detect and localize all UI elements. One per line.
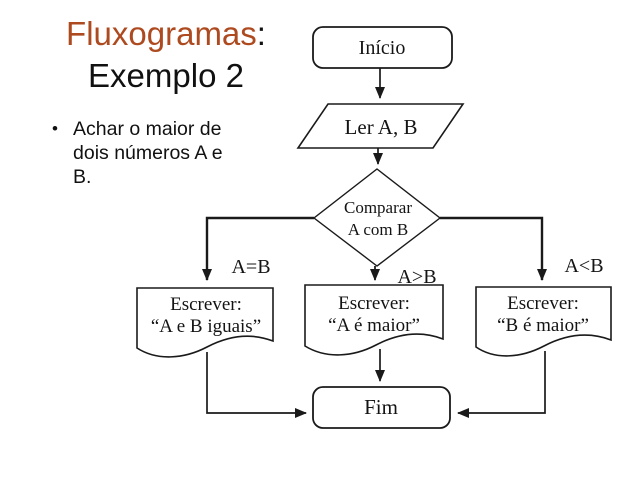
edge-decision-less xyxy=(440,216,547,281)
doc-less-line1: Escrever: xyxy=(507,293,579,314)
doc-equal-node xyxy=(136,287,274,358)
doc-greater-node xyxy=(304,284,444,356)
bullet-marker: • xyxy=(52,119,58,138)
doc-equal-line2: “A e B iguais” xyxy=(151,316,261,337)
edge-less-to-end xyxy=(457,351,546,418)
start-node-label: Início xyxy=(359,37,406,59)
input-node xyxy=(296,103,465,149)
branch-label-less: A<B xyxy=(564,255,603,277)
doc-less-line2: “B é maior” xyxy=(497,315,589,336)
input-node-label: Ler A, B xyxy=(345,115,418,139)
decision-node xyxy=(312,168,442,267)
doc-less-node xyxy=(475,286,612,357)
page-title: Fluxogramas: Exemplo 2 xyxy=(20,13,312,97)
doc-equal-line1: Escrever: xyxy=(170,294,242,315)
branch-label-greater: A>B xyxy=(397,266,436,288)
branch-label-equal: A=B xyxy=(231,256,270,278)
end-node xyxy=(312,386,451,429)
decision-label-line2: A com B xyxy=(348,220,408,239)
doc-greater-line2: “A é maior” xyxy=(328,315,420,336)
doc-greater-line1: Escrever: xyxy=(338,293,410,314)
bullet-item: • Achar o maior de dois números A e B. xyxy=(52,117,247,189)
bullet-text: Achar o maior de dois números A e B. xyxy=(73,118,223,188)
end-node-label: Fim xyxy=(364,395,398,419)
title-colon: : xyxy=(256,15,266,52)
edge-equal-to-end xyxy=(206,352,307,418)
edge-decision-equal xyxy=(202,216,314,281)
title-line-2: Exemplo 2 xyxy=(88,57,244,94)
decision-label-line1: Comparar xyxy=(344,198,412,217)
start-node xyxy=(312,26,453,69)
title-line-1: Fluxogramas: xyxy=(20,13,312,55)
title-accent-text: Fluxogramas xyxy=(66,15,257,52)
